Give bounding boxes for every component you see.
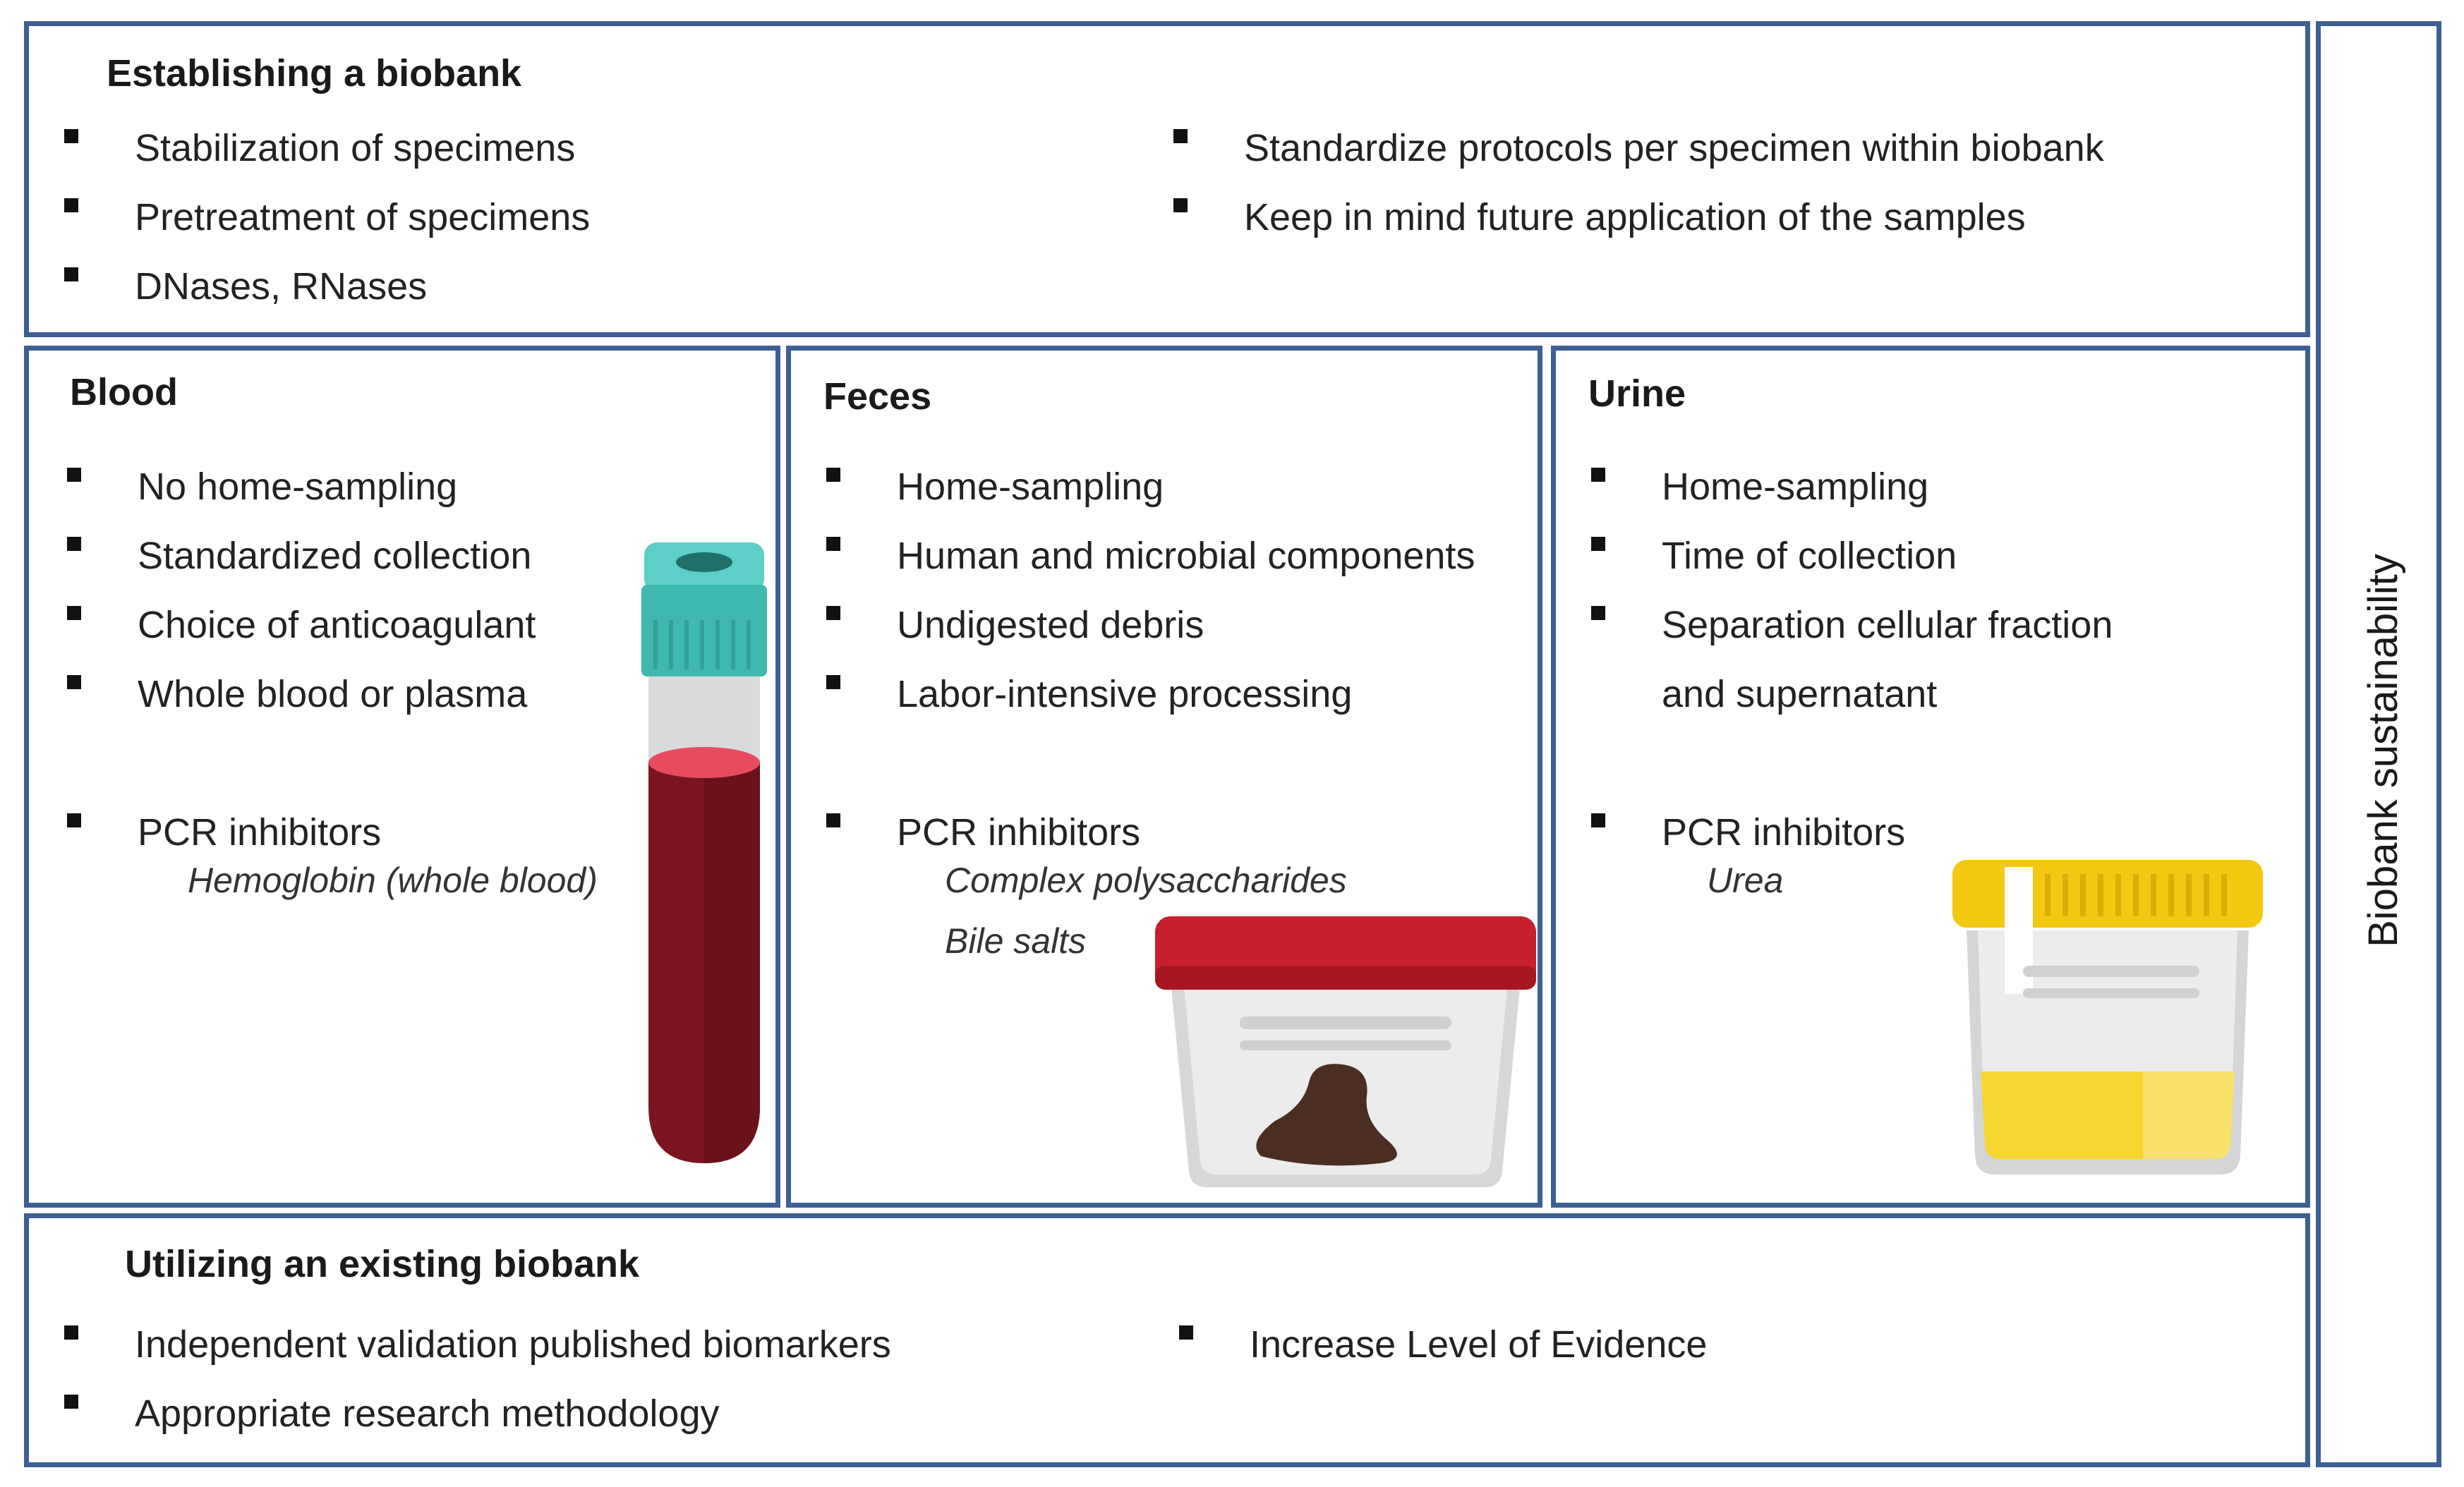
pcr-inhibitors-label: PCR inhibitors <box>1584 798 1905 867</box>
list-item: Pretreatment of specimens <box>57 183 590 252</box>
list-item: Standardize protocols per specimen withi… <box>1166 114 2104 183</box>
sustainability-label: Biobank sustainability <box>2360 554 2406 947</box>
list-item: DNases, RNases <box>57 252 590 321</box>
feces-title: Feces <box>823 375 932 418</box>
feces-inhibitor: Bile salts <box>945 921 1087 961</box>
feces-list: Home-sampling Human and microbial compon… <box>819 452 1475 729</box>
urine-cup-icon <box>1952 860 2263 1175</box>
establishing-biobank-panel: Establishing a biobank Stabilization of … <box>24 21 2310 337</box>
feces-pcr-list: PCR inhibitors <box>819 798 1140 867</box>
list-item: Home-sampling <box>1584 452 2113 521</box>
utilizing-left-list: Independent validation published biomark… <box>57 1310 891 1448</box>
list-item: Choice of anticoagulant <box>60 590 536 660</box>
list-item: Home-sampling <box>819 452 1475 521</box>
list-item: Time of collection <box>1584 521 2113 590</box>
blood-panel: Blood No home-sampling Standardized coll… <box>24 346 780 1208</box>
list-item: Stabilization of specimens <box>57 114 590 183</box>
list-item: Standardized collection <box>60 521 536 590</box>
list-item: Independent validation published biomark… <box>57 1310 891 1379</box>
list-item: Human and microbial components <box>819 521 1475 590</box>
establishing-right-list: Standardize protocols per specimen withi… <box>1166 114 2104 252</box>
list-item: Keep in mind future application of the s… <box>1166 183 2104 252</box>
stool-container-icon <box>1155 916 1536 1187</box>
urine-pcr-list: PCR inhibitors <box>1584 798 1905 867</box>
list-item-continuation: and supernatant <box>1662 673 1938 715</box>
utilizing-title: Utilizing an existing biobank <box>125 1243 640 1285</box>
feces-inhibitor: Complex polysaccharides <box>945 861 1347 900</box>
list-item: Separation cellular fraction <box>1584 590 2113 660</box>
urine-inhibitor: Urea <box>1707 861 1784 900</box>
pcr-inhibitors-label: PCR inhibitors <box>819 798 1140 867</box>
list-item: Undigested debris <box>819 590 1475 660</box>
list-item: Labor-intensive processing <box>819 660 1475 729</box>
sustainability-sidebar: Biobank sustainability <box>2316 21 2441 1467</box>
blood-list: No home-sampling Standardized collection… <box>60 452 536 729</box>
feces-panel: Feces Home-sampling Human and microbial … <box>786 346 1542 1208</box>
blood-inhibitor: Hemoglobin (whole blood) <box>188 861 598 900</box>
utilizing-biobank-panel: Utilizing an existing biobank Independen… <box>24 1213 2310 1467</box>
blood-pcr-list: PCR inhibitors <box>60 798 381 867</box>
establishing-title: Establishing a biobank <box>107 52 522 95</box>
pcr-inhibitors-label: PCR inhibitors <box>60 798 381 867</box>
list-item: Increase Level of Evidence <box>1172 1310 1707 1379</box>
urine-list: Home-sampling Time of collection Separat… <box>1584 452 2113 729</box>
list-item: Appropriate research methodology <box>57 1379 891 1448</box>
list-item: Whole blood or plasma <box>60 660 536 729</box>
urine-title: Urine <box>1588 372 1686 415</box>
urine-panel: Urine Home-sampling Time of collection S… <box>1551 346 2310 1208</box>
establishing-left-list: Stabilization of specimens Pretreatment … <box>57 114 590 321</box>
utilizing-right-list: Increase Level of Evidence <box>1172 1310 1707 1379</box>
blood-title: Blood <box>70 371 178 413</box>
list-item: No home-sampling <box>60 452 536 521</box>
blood-tube-icon <box>641 542 767 1163</box>
